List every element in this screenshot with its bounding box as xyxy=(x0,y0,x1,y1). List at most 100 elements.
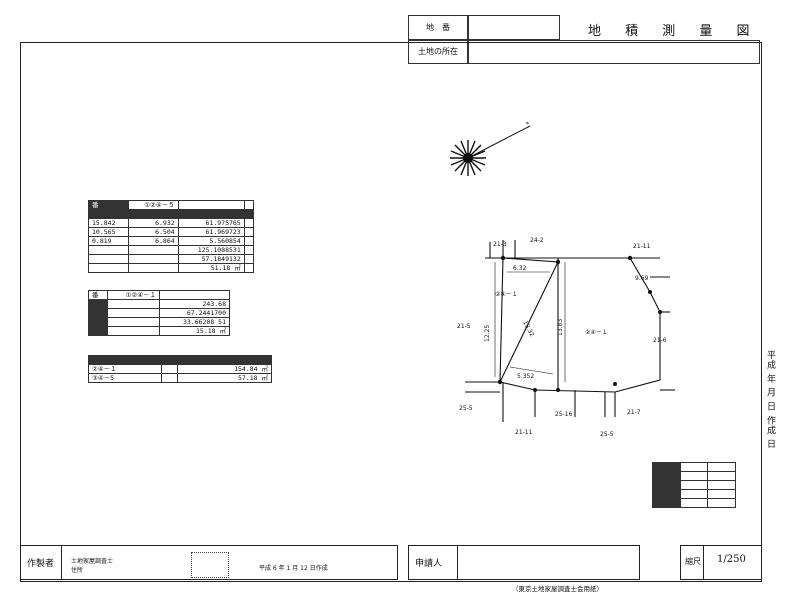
table-cell xyxy=(679,471,709,481)
table-cell: 5.560854 xyxy=(177,236,245,246)
table-cell xyxy=(679,462,709,472)
table-cell xyxy=(243,209,255,219)
table-cell: 154.84 ㎡ xyxy=(176,364,273,374)
table-row xyxy=(88,355,273,365)
table-row xyxy=(652,489,736,499)
table-cell: 67.2441700 xyxy=(159,308,230,318)
table-cell xyxy=(106,317,161,327)
table-cell: 15.842 xyxy=(87,218,130,228)
table-cell xyxy=(106,308,161,318)
parcel-outline xyxy=(499,257,661,393)
svg-text:*: * xyxy=(526,121,529,128)
table-cell xyxy=(652,498,681,508)
table-row: ②④－１ 154.84 ㎡ xyxy=(88,364,273,374)
table-cell xyxy=(87,254,130,264)
dim-d: 5.352 xyxy=(517,373,534,380)
dim-b: 13.83 xyxy=(557,319,564,336)
table-row xyxy=(652,471,736,481)
table-row xyxy=(652,480,736,490)
table-cell: ①②④－５ xyxy=(128,200,179,210)
table-cell xyxy=(652,471,681,481)
table-cell xyxy=(177,209,245,219)
table-cell xyxy=(87,245,130,255)
divider xyxy=(457,546,458,579)
table-cell: ①②④－１ xyxy=(106,290,161,300)
table-cell xyxy=(243,263,255,273)
label-left: 21-5 xyxy=(457,323,471,330)
table-cell: 6.504 xyxy=(128,227,179,237)
maker-label: 作製者 xyxy=(27,559,55,569)
table-cell xyxy=(159,290,230,300)
table-cell xyxy=(177,200,245,210)
table-row xyxy=(652,498,736,508)
dim-e: 6.32 xyxy=(513,265,527,272)
table-cell: 57.18 ㎡ xyxy=(176,373,273,383)
label-bottom-right: 21-7 xyxy=(627,409,641,416)
table-cell: ②④－１ xyxy=(88,364,162,374)
table-cell: 51.18 ㎡ xyxy=(177,263,245,273)
table-cell: 0.819 xyxy=(87,236,130,246)
table-cell xyxy=(88,326,108,336)
divider xyxy=(61,546,62,579)
table-cell xyxy=(176,355,273,365)
subdivision-line xyxy=(499,257,559,383)
table-cell xyxy=(243,245,255,255)
seal-stamp xyxy=(191,552,229,578)
document-title: 地 積 測 量 図 xyxy=(588,24,760,39)
label-below-right: 25-5 xyxy=(600,431,614,438)
label-below-left: 21-11 xyxy=(515,429,533,436)
table-cell xyxy=(652,462,681,472)
table-cell: 番 xyxy=(88,290,108,300)
table-cell: 61.969723 xyxy=(177,227,245,237)
table-cell xyxy=(679,480,709,490)
table-cell xyxy=(243,218,255,228)
footer-maker: 作製者 土地家屋調査士 住所 平成 6 年 1 月 12 日作成 xyxy=(20,545,398,580)
applicant-label: 申請人 xyxy=(415,559,443,569)
table-cell xyxy=(128,263,179,273)
scale-value: 1/250 xyxy=(717,554,746,565)
lot-number-label: 地 番 xyxy=(408,15,468,40)
table-cell xyxy=(106,299,161,309)
table-cell xyxy=(707,480,736,490)
table-cell: 243.68 xyxy=(159,299,230,309)
table-cell xyxy=(128,254,179,264)
form-caption: （東京土地家屋調査士会用紙） xyxy=(512,585,603,593)
table-cell: 10.565 xyxy=(87,227,130,237)
table-cell xyxy=(243,236,255,246)
table-row: 125.1088531 xyxy=(87,245,255,255)
scale-label: 縮尺 xyxy=(685,557,701,566)
table-cell xyxy=(679,498,709,508)
table-row: 243.68 xyxy=(88,299,230,309)
table-cell xyxy=(243,227,255,237)
table-cell xyxy=(160,355,178,365)
table-cell xyxy=(88,308,108,318)
dim-a: 12.25 xyxy=(484,325,491,342)
table-row: 33.66208 51 xyxy=(88,317,230,327)
table-cell xyxy=(652,480,681,490)
table-cell xyxy=(707,498,736,508)
table-row: 51.18 ㎡ xyxy=(87,263,255,273)
table-cell xyxy=(160,373,178,383)
table-cell xyxy=(679,489,709,499)
label-parcel-b: ②④－１ xyxy=(495,291,518,298)
dim-c: 13.32 xyxy=(521,320,535,339)
table-cell: 番 xyxy=(87,200,130,210)
label-top-right: 21-11 xyxy=(633,243,651,250)
table-cell xyxy=(87,209,130,219)
table-cell: 125.1088531 xyxy=(177,245,245,255)
table-cell xyxy=(707,489,736,499)
footer-scale: 縮尺 1/250 xyxy=(680,545,762,580)
north-arrow-icon: * xyxy=(450,121,531,176)
drawing-frame xyxy=(20,42,762,582)
label-top-mid: 24-2 xyxy=(530,237,544,244)
legend-table xyxy=(652,462,736,508)
vertical-note: 平成 年 月 日 作成 日 xyxy=(765,350,775,450)
table-row: 57.1849132 xyxy=(87,254,255,264)
